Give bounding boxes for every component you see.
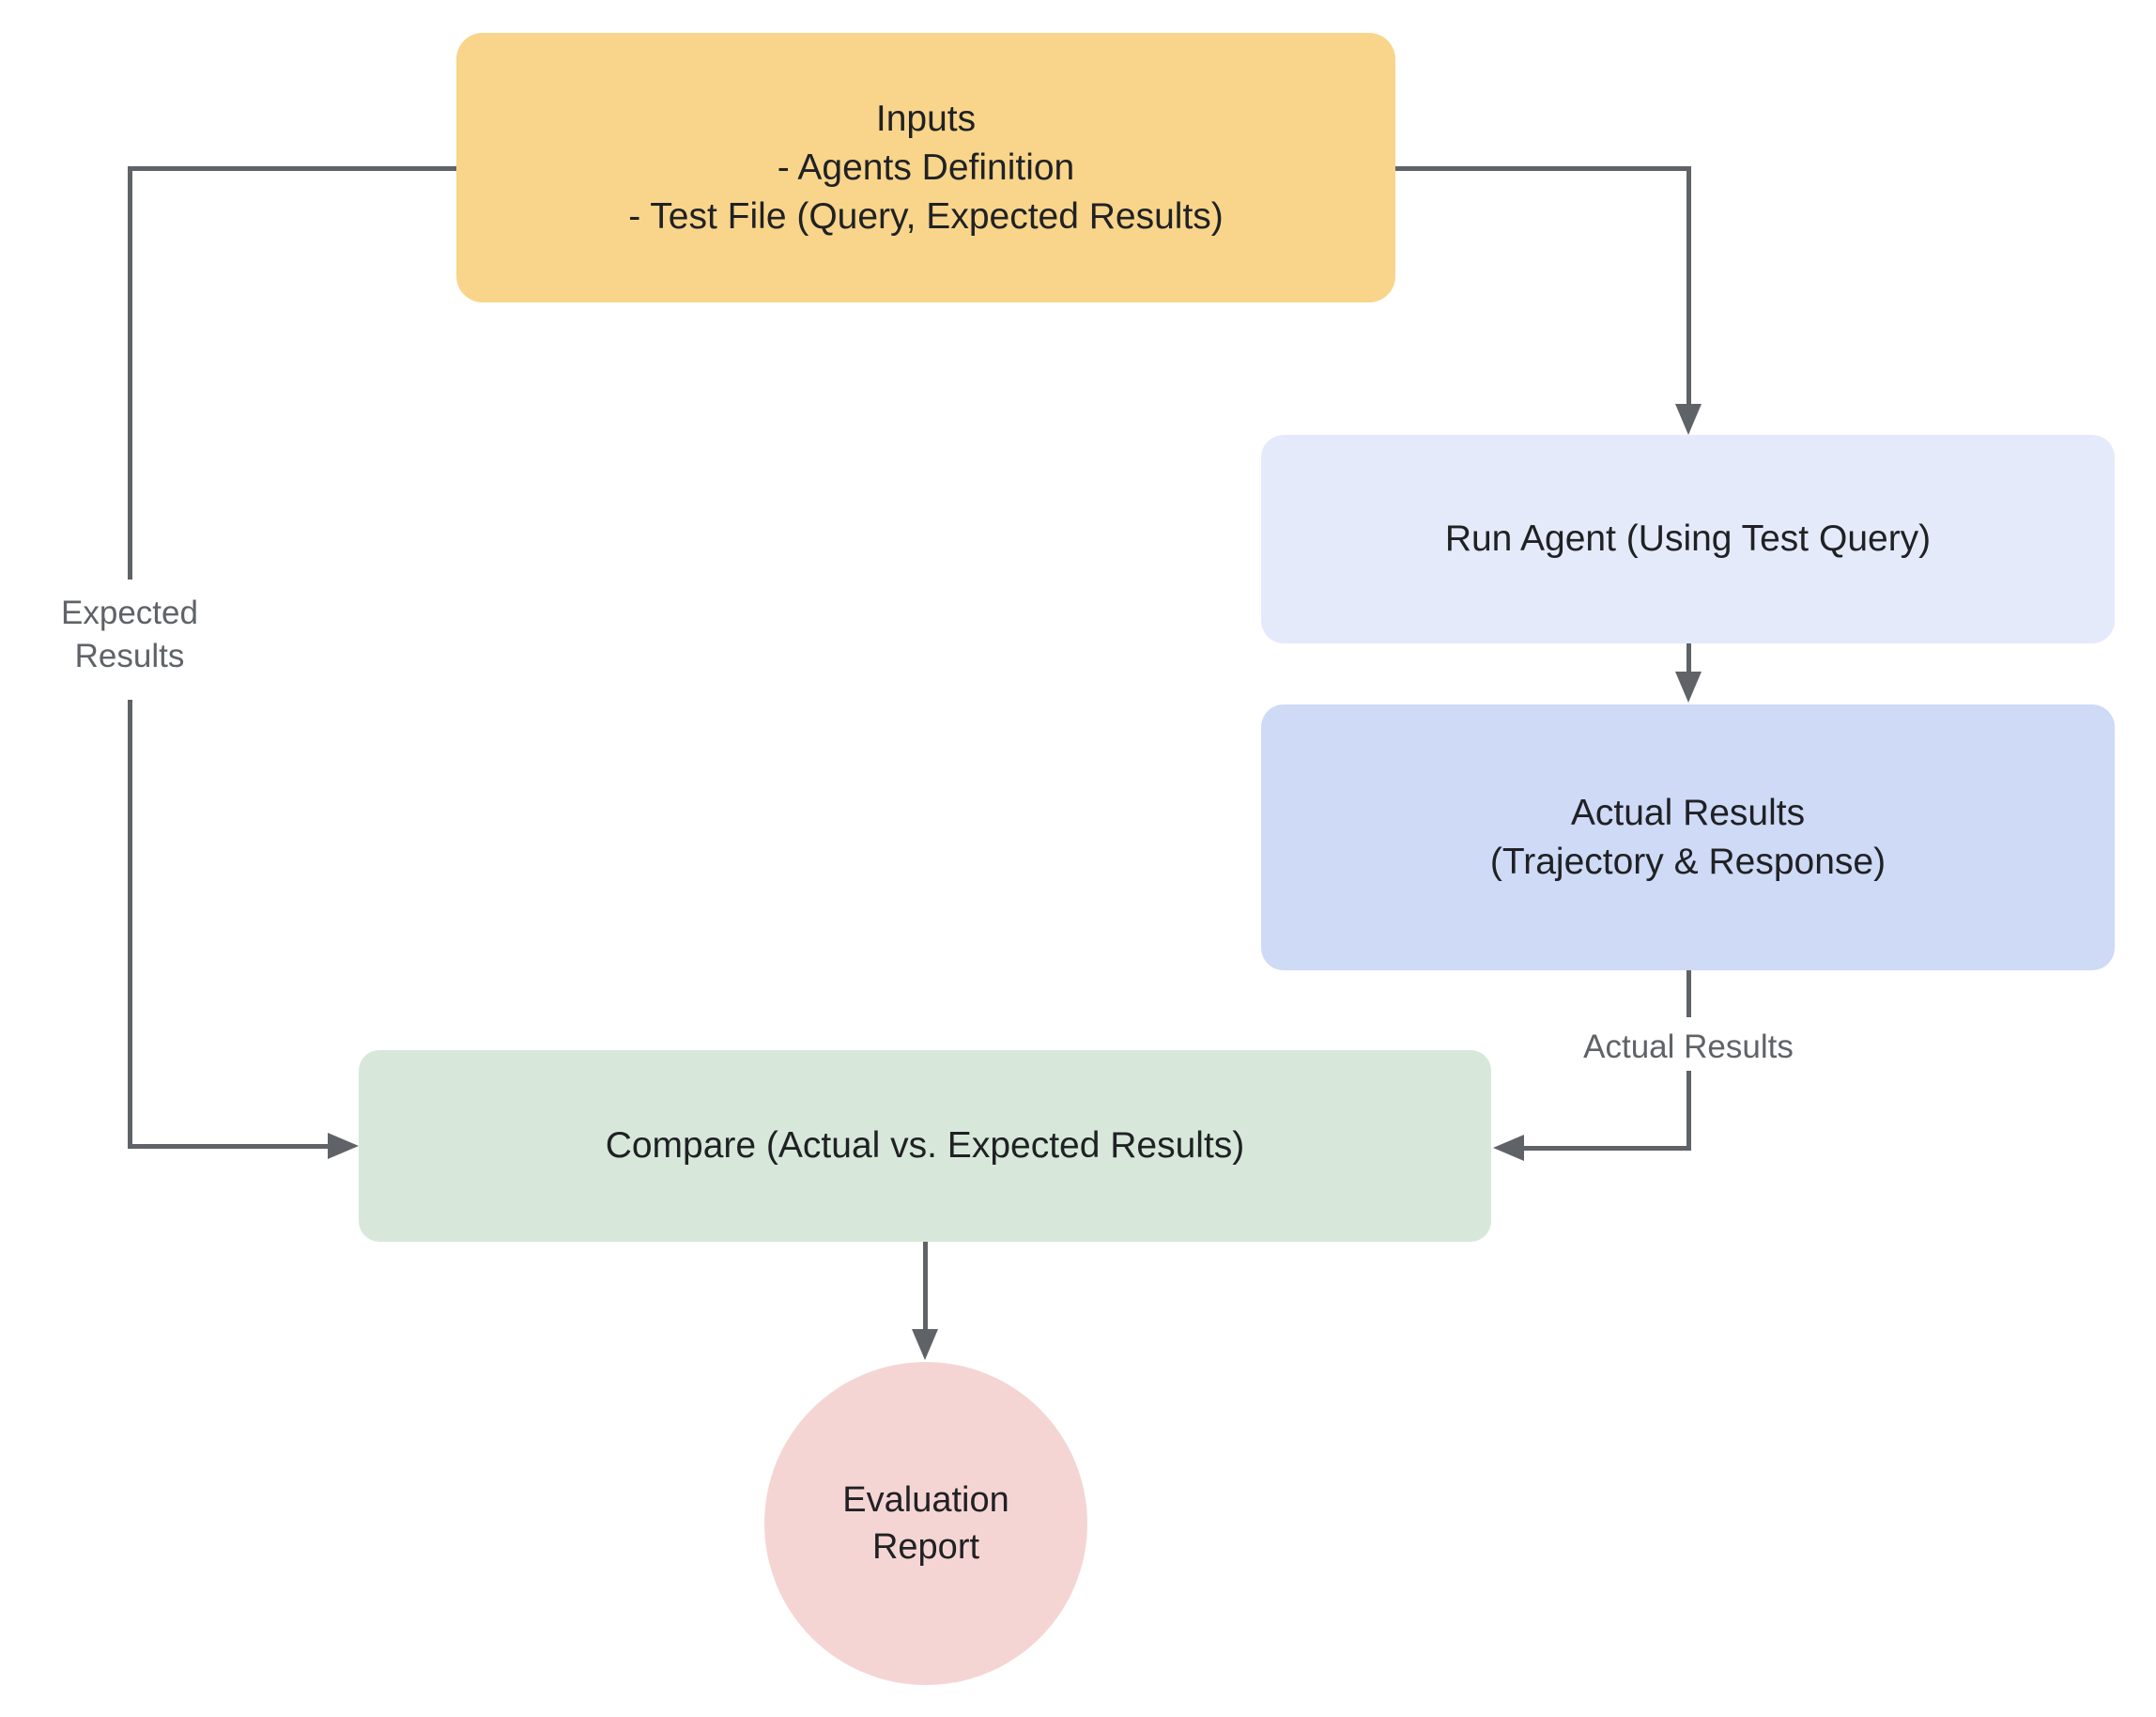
edge-actual-results-horizontal-segment	[1524, 1146, 1691, 1151]
edge-expected-results-lower-vertical-segment	[128, 700, 132, 1149]
node-run-agent: Run Agent (Using Test Query)	[1261, 435, 2115, 643]
arrowhead-into-evaluation-report-icon	[912, 1329, 938, 1360]
arrowhead-into-actual-results-icon	[1675, 672, 1702, 703]
arrowhead-into-compare-right-icon	[1493, 1135, 1524, 1161]
edge-label-expected-results: Expected Results	[61, 595, 198, 674]
node-actual-results: Actual Results (Trajectory & Response)	[1261, 704, 2115, 970]
edge-expected-results-top-segment	[128, 166, 456, 171]
edge-run-agent-to-actual-results-segment	[1686, 643, 1691, 672]
edge-actual-results-lower-vertical-segment	[1686, 1071, 1691, 1151]
arrowhead-into-run-agent-icon	[1675, 404, 1702, 435]
node-evaluation-report: Evaluation Report	[764, 1362, 1087, 1685]
edge-label-actual-results: Actual Results	[1583, 1029, 1794, 1065]
node-inputs: Inputs - Agents Definition - Test File (…	[456, 33, 1395, 302]
edge-expected-results-bottom-segment	[128, 1144, 328, 1149]
edge-actual-results-upper-vertical-segment	[1686, 970, 1691, 1017]
edge-compare-to-report-segment	[923, 1242, 928, 1329]
edge-expected-results-upper-vertical-segment	[128, 166, 132, 580]
arrowhead-into-compare-left-icon	[328, 1133, 359, 1159]
edge-inputs-to-run-agent-horizontal-segment	[1395, 166, 1691, 171]
edge-inputs-to-run-agent-vertical-segment	[1686, 166, 1691, 404]
node-compare: Compare (Actual vs. Expected Results)	[359, 1050, 1491, 1242]
